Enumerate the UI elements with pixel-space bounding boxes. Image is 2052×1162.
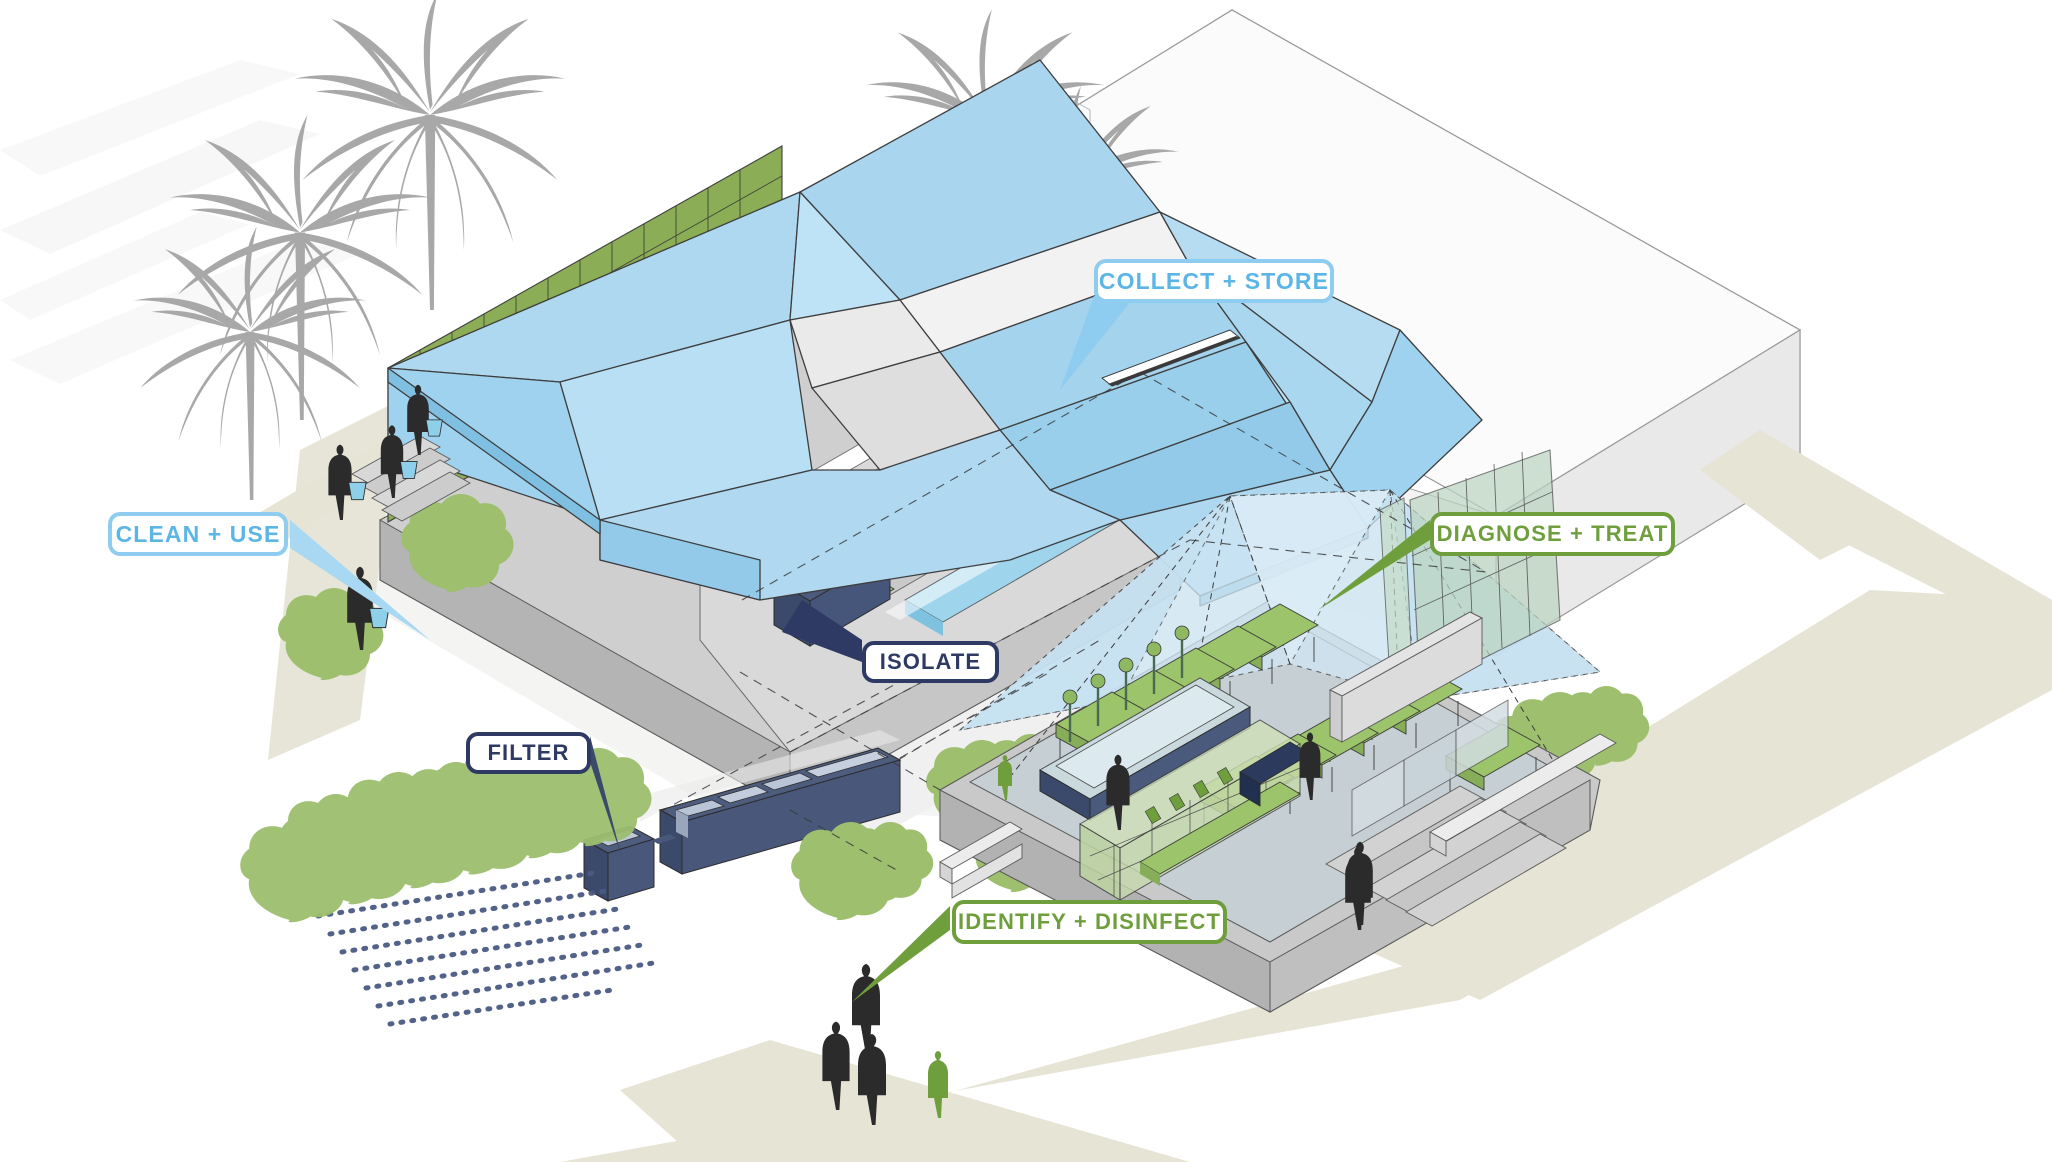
pedestrian-figures — [822, 841, 1373, 1125]
callout-diagnose-treat[interactable]: DIAGNOSE + TREAT — [1430, 512, 1675, 556]
water-carrier-figures — [328, 384, 443, 650]
callout-isolate[interactable]: ISOLATE — [862, 641, 999, 683]
pointer-clean-use — [290, 520, 430, 640]
pointer-filter — [590, 736, 622, 858]
wash-station — [1039, 625, 1251, 821]
callout-collect-store[interactable]: COLLECT + STORE — [1094, 259, 1334, 303]
callout-pointers — [290, 290, 1430, 1002]
butterfly-roof — [387, 59, 1483, 607]
callout-identify-disinfect[interactable]: IDENTIFY + DISINFECT — [952, 900, 1227, 944]
pointer-collect-store — [1060, 290, 1140, 390]
highlighted-green-figure — [928, 1051, 948, 1118]
callout-isolate-label: ISOLATE — [879, 649, 982, 674]
pointer-identify-disinfect — [852, 906, 950, 1002]
pavilion-cubicles — [1351, 699, 1509, 837]
callout-filter-label: FILTER — [487, 740, 570, 765]
pointer-diagnose-treat — [1318, 520, 1430, 610]
callout-filter[interactable]: FILTER — [466, 732, 591, 774]
callout-diagnose-treat-label: DIAGNOSE + TREAT — [1436, 521, 1669, 546]
pointer-isolate — [782, 600, 862, 662]
infiltration-field — [315, 869, 663, 1027]
callout-clean-use[interactable]: CLEAN + USE — [108, 512, 288, 556]
pavilion-figures — [998, 732, 1371, 930]
callout-identify-disinfect-label: IDENTIFY + DISINFECT — [957, 909, 1221, 934]
callout-clean-use-label: CLEAN + USE — [115, 520, 281, 547]
planter-curbs — [939, 733, 1617, 899]
callout-collect-store-label: COLLECT + STORE — [1098, 267, 1330, 294]
pavilion-tables-upper — [1055, 603, 1319, 764]
